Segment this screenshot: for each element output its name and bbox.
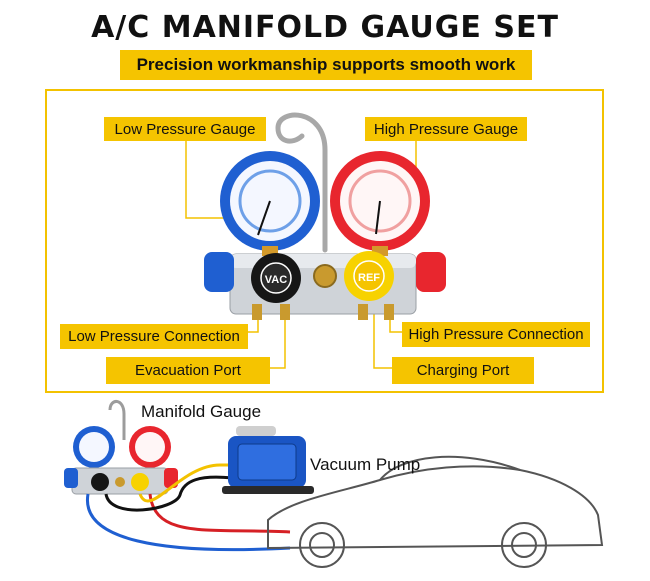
car-outline-icon	[267, 455, 604, 568]
svg-text:REF: REF	[358, 272, 380, 284]
caption-vacuum-pump: Vacuum Pump	[310, 455, 421, 474]
label-high-pressure-connection: High Pressure Connection	[402, 322, 590, 347]
small-manifold-gauge-icon	[64, 426, 178, 495]
label-charging-port: Charging Port	[392, 357, 534, 384]
high-pressure-gauge-icon	[330, 151, 430, 256]
vacuum-pump-icon	[222, 426, 314, 494]
hanger-hook-icon	[275, 112, 328, 253]
label-evacuation-port: Evacuation Port	[106, 357, 270, 384]
blue-hose	[85, 493, 291, 552]
caption-manifold-gauge: Manifold Gauge	[141, 402, 262, 421]
center-port-icon	[313, 264, 337, 288]
label-low-pressure-connection: Low Pressure Connection	[60, 324, 248, 349]
subtitle-banner: Precision workmanship supports smooth wo…	[120, 50, 532, 80]
label-low-pressure-gauge: Low Pressure Gauge	[104, 117, 266, 141]
high-side-handwheel-icon	[416, 252, 446, 292]
product-frame	[45, 89, 604, 393]
page-title: A/C MANIFOLD GAUGE SET	[91, 10, 559, 45]
label-high-pressure-gauge: High Pressure Gauge	[365, 117, 527, 141]
svg-text:VAC: VAC	[265, 274, 287, 286]
black-hose	[104, 475, 233, 512]
low-pressure-gauge-icon	[220, 151, 320, 256]
yellow-hose	[138, 463, 232, 503]
ref-knob-icon: REF	[344, 251, 394, 301]
small-hook-icon	[108, 400, 126, 440]
low-side-handwheel-icon	[204, 252, 234, 292]
vac-knob-icon: VAC	[251, 253, 301, 303]
